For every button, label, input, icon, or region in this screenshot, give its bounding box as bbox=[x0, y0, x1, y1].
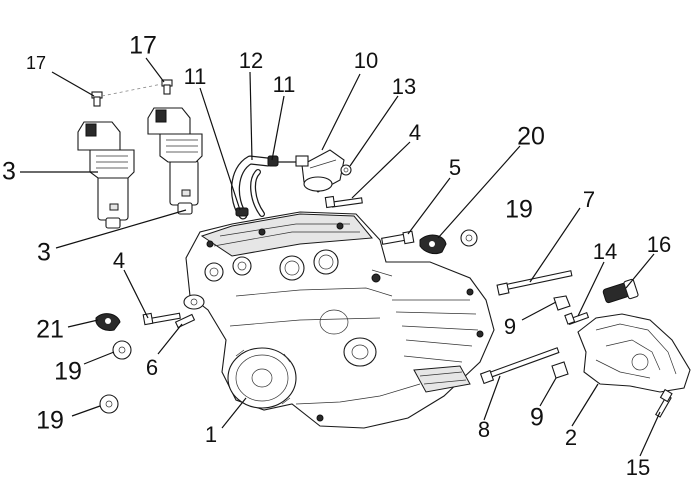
callout-15: 15 bbox=[625, 455, 651, 480]
callout-17-right: 17 bbox=[129, 31, 157, 60]
washer-19-upper bbox=[460, 229, 478, 247]
callout-5: 5 bbox=[448, 155, 462, 180]
callout-4-upper: 4 bbox=[408, 120, 422, 145]
callout-6: 6 bbox=[145, 355, 159, 380]
callout-19-middle: 19 bbox=[54, 357, 82, 386]
callout-1: 1 bbox=[204, 422, 218, 447]
callout-19-lower: 19 bbox=[36, 406, 64, 435]
bolt-17-left bbox=[91, 91, 103, 107]
breather-hose bbox=[230, 155, 301, 220]
bolt-17-right bbox=[161, 79, 173, 95]
long-bolt-7 bbox=[496, 270, 573, 296]
callout-21: 21 bbox=[36, 315, 64, 344]
long-bolt-8 bbox=[479, 347, 560, 385]
callout-9-lower: 9 bbox=[530, 403, 544, 432]
washer-9-upper bbox=[553, 295, 571, 311]
engine-block bbox=[183, 211, 495, 429]
callout-11-right: 11 bbox=[272, 72, 296, 97]
callout-9-upper: 9 bbox=[503, 314, 517, 339]
bolt-6 bbox=[174, 313, 196, 329]
bolt-15 bbox=[655, 388, 673, 418]
washer-19-middle bbox=[112, 340, 132, 360]
ignition-coil-left bbox=[77, 121, 135, 229]
bolt-4-upper bbox=[324, 195, 363, 209]
callout-16: 16 bbox=[646, 232, 672, 257]
callout-2: 2 bbox=[564, 425, 578, 450]
ignition-coil-right bbox=[147, 107, 203, 215]
callout-13: 13 bbox=[391, 74, 417, 99]
callout-19-upper: 19 bbox=[505, 195, 533, 224]
washer-9-lower bbox=[551, 361, 569, 379]
sensor-16 bbox=[602, 278, 639, 304]
callout-4-lower: 4 bbox=[112, 248, 126, 273]
callout-17-left: 17 bbox=[25, 53, 47, 73]
callout-8: 8 bbox=[477, 417, 491, 442]
clamp-13 bbox=[340, 164, 352, 176]
leader-lines bbox=[20, 57, 661, 457]
callout-3-upper: 3 bbox=[2, 157, 16, 186]
sprocket-cover bbox=[577, 313, 691, 393]
washer-19-lower bbox=[99, 394, 119, 414]
bracket-21 bbox=[95, 313, 121, 331]
callout-20: 20 bbox=[517, 122, 545, 151]
air-valve bbox=[295, 149, 345, 193]
callout-3-lower: 3 bbox=[37, 238, 51, 267]
callout-7: 7 bbox=[582, 187, 596, 212]
bolt-14 bbox=[564, 311, 590, 325]
callout-14: 14 bbox=[592, 239, 618, 264]
callout-12: 12 bbox=[238, 48, 264, 73]
callout-10: 10 bbox=[353, 48, 379, 73]
bolt-4-lower bbox=[142, 312, 181, 326]
bracket-20 bbox=[419, 234, 447, 255]
callout-11-left: 11 bbox=[183, 64, 207, 89]
bolt-5 bbox=[381, 230, 415, 245]
